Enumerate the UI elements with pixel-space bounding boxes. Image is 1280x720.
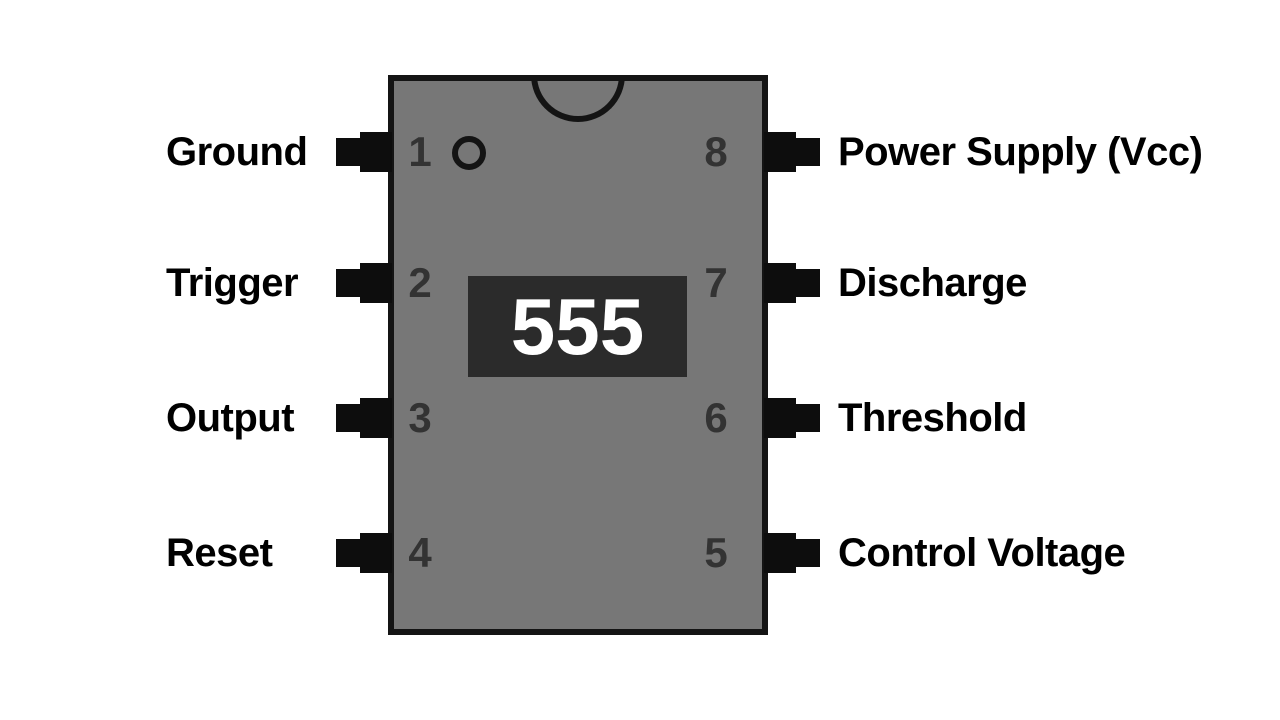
- pin-number-1: 1: [408, 128, 432, 175]
- pin-name-discharge: Discharge: [838, 261, 1027, 305]
- pin-number-2: 2: [408, 259, 432, 306]
- pin1-indicator-icon: [452, 136, 486, 170]
- pin-stub-2: [336, 263, 392, 303]
- pin-stub-outer: [336, 404, 360, 432]
- pin-stub-outer: [796, 404, 820, 432]
- pin-stub-6: [764, 398, 820, 438]
- pin-name-power-supply-vcc: Power Supply (Vcc): [838, 130, 1203, 174]
- chip-part-number: 555: [468, 276, 687, 377]
- pin-stub-3: [336, 398, 392, 438]
- pin-name-threshold: Threshold: [838, 396, 1027, 440]
- pin-stub-inner: [764, 263, 796, 303]
- pin-number-3: 3: [408, 394, 432, 441]
- pin-stub-1: [336, 132, 392, 172]
- pin-number-4: 4: [408, 529, 432, 576]
- pin-stub-inner: [764, 398, 796, 438]
- pin-stub-inner: [764, 533, 796, 573]
- pin-stub-5: [764, 533, 820, 573]
- pin-number-8: 8: [704, 128, 728, 175]
- pin-stub-outer: [796, 269, 820, 297]
- pin-stub-4: [336, 533, 392, 573]
- pin-number-5: 5: [704, 529, 728, 576]
- pin-stub-inner: [360, 398, 392, 438]
- pin-name-output: Output: [166, 396, 295, 440]
- pin-stub-inner: [360, 533, 392, 573]
- pin-stub-outer: [796, 539, 820, 567]
- pin-stub-outer: [796, 138, 820, 166]
- pin-stub-8: [764, 132, 820, 172]
- pin-stub-7: [764, 263, 820, 303]
- pin-stub-inner: [764, 132, 796, 172]
- pin-stub-inner: [360, 263, 392, 303]
- pin-number-6: 6: [704, 394, 728, 441]
- pin-stub-outer: [336, 539, 360, 567]
- pin-stub-outer: [336, 138, 360, 166]
- pin-name-control-voltage: Control Voltage: [838, 531, 1126, 575]
- pin-name-ground: Ground: [166, 130, 308, 174]
- pin-stub-outer: [336, 269, 360, 297]
- pin-name-reset: Reset: [166, 531, 273, 575]
- pin-stub-inner: [360, 132, 392, 172]
- pin-number-7: 7: [704, 259, 728, 306]
- pin-name-trigger: Trigger: [166, 261, 299, 305]
